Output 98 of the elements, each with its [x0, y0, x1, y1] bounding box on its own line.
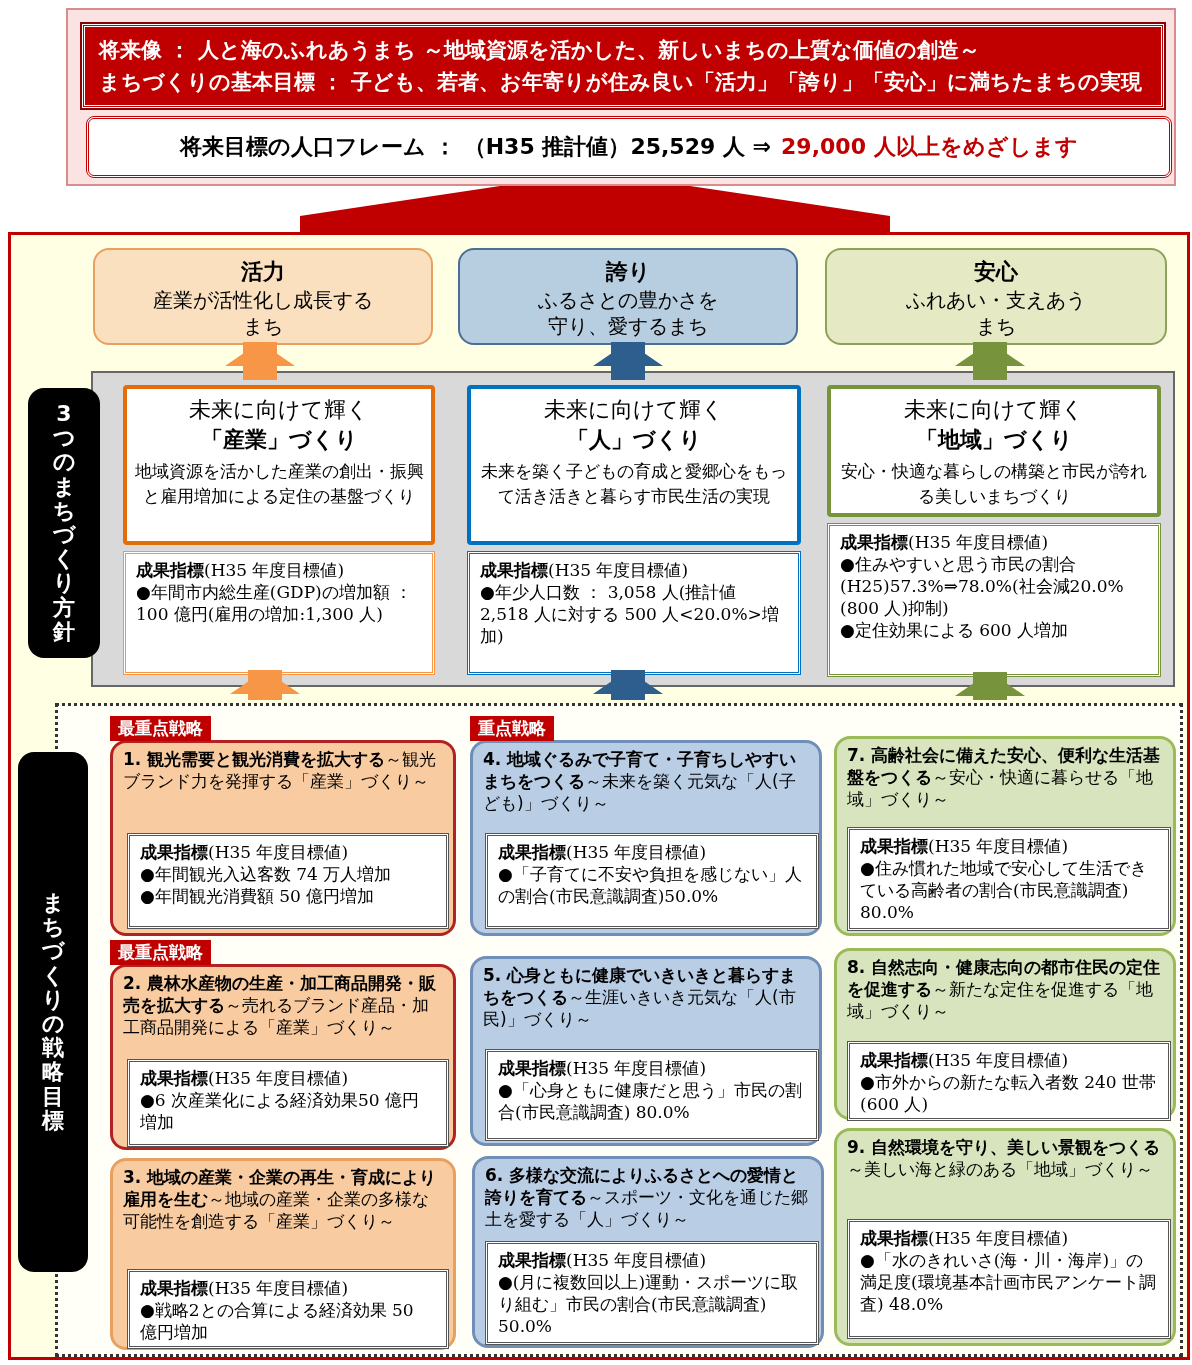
- block-arrow: [955, 672, 1025, 700]
- indicator-heading: 成果指標(H35 年度目標値): [860, 835, 1070, 858]
- indicator-box: [485, 833, 819, 929]
- indicator-box: [485, 1049, 819, 1141]
- goal-box: [825, 248, 1167, 345]
- indicator-box: [847, 827, 1171, 931]
- main-panel: [8, 232, 1190, 1360]
- population-box: [86, 116, 1172, 178]
- priority-tag: 最重点戦略: [110, 716, 211, 741]
- indicator-box: [847, 1041, 1171, 1121]
- goal-description: ふれあい・支えあうまち: [905, 286, 1087, 339]
- strategy-box: [834, 948, 1176, 1120]
- side-heading: 3つのまちづくり方針: [52, 402, 76, 644]
- goal-box: [458, 248, 798, 345]
- policy-title: 「地域」づくり: [914, 426, 1074, 454]
- goal-description: ふるさとの豊かさを守り、愛するまち: [537, 286, 719, 339]
- vision-statement: 将来像 ： 人と海のふれあうまち ～地域資源を活かした、新しいまちの上質な価値の創造～: [99, 37, 981, 64]
- block-arrow: [225, 342, 295, 380]
- indicator-heading: 成果指標(H35 年度目標値): [860, 1049, 1070, 1072]
- population-target: 29,000 人以上をめざします: [781, 133, 1078, 161]
- indicator-box: [485, 1241, 819, 1345]
- indicator-heading: 成果指標(H35 年度目標値): [140, 841, 350, 864]
- block-arrow: [593, 670, 663, 700]
- policy-subtitle: 未来に向けて輝く: [903, 396, 1085, 424]
- priority-tag: 重点戦略: [470, 716, 554, 741]
- indicator-box: [127, 833, 449, 929]
- indicator-item: ●年間観光消費額 50 億円増加: [140, 885, 376, 908]
- indicator-heading: 成果指標(H35 年度目標値): [480, 559, 690, 582]
- goal-title: 安心: [973, 258, 1019, 286]
- population-text: 将来目標の人口フレーム ： （H35 推計値）25,529 人 ⇒: [180, 133, 772, 161]
- strategy-box: [110, 740, 456, 936]
- indicator-heading: 成果指標(H35 年度目標値): [498, 1249, 708, 1272]
- side-heading: まちづくりの戦略目標: [41, 891, 65, 1133]
- strategy-title: 2. 農林水産物の生産・加工商品開発・販売を拡大する～売れるブランド産品・加工商品開発による「産業」づくり～: [123, 972, 438, 1039]
- policy-title: 「人」づくり: [565, 426, 703, 454]
- strategy-box: [834, 736, 1176, 936]
- vision-banner: [82, 24, 1164, 108]
- block-arrow: [230, 670, 300, 700]
- indicator-item: ●(月に複数回以上)運動・スポーツに取り組む」市民の割合(市民意識調査) 50.0%: [498, 1271, 800, 1338]
- indicator-heading: 成果指標(H35 年度目標値): [498, 841, 708, 864]
- strategy-title: 5. 心身ともに健康でいきいきと暮らすまちをつくる～生涯いきいき元気な「人(市民)」づくり～: [483, 964, 798, 1031]
- policy-subtitle: 未来に向けて輝く: [543, 396, 725, 424]
- policy-box: [123, 385, 435, 545]
- indicator-item: ●戦略2との合算による経済効果 50 億円増加: [140, 1299, 415, 1344]
- vision-frame: [66, 8, 1176, 186]
- strategy-box: [470, 740, 822, 936]
- indicator-box: [127, 1269, 449, 1349]
- strategy-box: [110, 1158, 456, 1350]
- strategy-title: 8. 自然志向・健康志向の都市住民の定住を促進する～新たな定住を促進する「地域」づくり～: [847, 956, 1162, 1023]
- indicator-item: ●「心身ともに健康だと思う」市民の割合(市民意識調査) 80.0%: [498, 1079, 803, 1124]
- indicator-item: ●市外からの新たな転入者数 240 世帯(600 人): [860, 1071, 1158, 1116]
- indicator-box: [467, 551, 801, 675]
- indicator-item: ●住みやすいと思う市民の割合(H25)57.3%⇒78.0%(社会減20.0%(800 人)抑制): [840, 553, 1125, 620]
- block-arrow: [955, 342, 1025, 380]
- strategy-title: 6. 多様な交流によりふるさとへの愛情と誇りを育てる～スポーツ・文化を通じた郷土を愛する「人」づくり～: [485, 1164, 809, 1231]
- block-arrow: [593, 342, 663, 380]
- indicator-item: ●住み慣れた地域で安心して生活できている高齢者の割合(市民意識調査) 80.0%: [860, 857, 1148, 924]
- policy-description: 未来を築く子どもの育成と愛郷心をもって活き活きと暮らす市民生活の実現: [480, 460, 788, 508]
- indicator-item: ●定住効果による 600 人増加: [840, 619, 1070, 642]
- indicator-heading: 成果指標(H35 年度目標値): [860, 1227, 1070, 1250]
- strategy-title: 3. 地域の産業・企業の再生・育成により雇用を生む～地域の産業・企業の多様な可能性を創造する「産業」づくり～: [123, 1166, 438, 1233]
- vision-statement: まちづくりの基本目標 ： 子ども、若者、お年寄りが住み良い「活力」「誇り」「安心」に満ちたまちの実現: [99, 68, 1143, 96]
- indicator-item: ●6 次産業化による経済効果50 億円増加: [140, 1089, 421, 1134]
- indicator-box: [847, 1219, 1171, 1339]
- policy-box: [467, 385, 801, 545]
- priority-tag: 最重点戦略: [110, 940, 211, 965]
- indicator-heading: 成果指標(H35 年度目標値): [140, 1067, 350, 1090]
- indicator-box: [827, 523, 1161, 677]
- goal-box: [93, 248, 433, 345]
- indicator-item: ●年間市内総生産(GDP)の増加額 ：100 億円(雇用の増加:1,300 人): [136, 581, 414, 626]
- policy-box: [827, 385, 1161, 517]
- policy-description: 安心・快適な暮らしの構築と市民が誇れる美しいまちづくり: [840, 460, 1148, 508]
- strategy-title: 1. 観光需要と観光消費を拡大する～観光ブランド力を発揮する「産業」づくり～: [123, 748, 438, 793]
- policy-subtitle: 未来に向けて輝く: [188, 396, 370, 424]
- indicator-heading: 成果指標(H35 年度目標値): [498, 1057, 708, 1080]
- indicator-heading: 成果指標(H35 年度目標値): [136, 559, 346, 582]
- roof-arrow: [300, 186, 890, 232]
- indicator-box: [123, 551, 435, 675]
- indicator-item: ●年間観光入込客数 74 万人増加: [140, 863, 393, 886]
- goal-title: 活力: [240, 258, 286, 286]
- strategy-box: [472, 1156, 824, 1348]
- strategy-title: 4. 地域ぐるみで子育て・子育ちしやすいまちをつくる～未来を築く元気な「人(子ども)」づくり～: [483, 748, 798, 815]
- policy-panel: [91, 371, 1175, 687]
- indicator-heading: 成果指標(H35 年度目標値): [840, 531, 1050, 554]
- indicator-item: ●「水のきれいさ(海・川・海岸)」の満足度(環境基本計画市民アンケート調査) 48.0%: [860, 1249, 1157, 1316]
- strategy-title: 7. 高齢社会に備えた安心、便利な生活基盤をつくる～安心・快適に暮らせる「地域」づくり～: [847, 744, 1162, 811]
- indicator-heading: 成果指標(H35 年度目標値): [140, 1277, 350, 1300]
- indicator-item: ●「子育てに不安や負担を感じない」人の割合(市民意識調査)50.0%: [498, 863, 803, 908]
- goal-title: 誇り: [604, 258, 652, 286]
- policy-title: 「産業」づくり: [199, 426, 359, 454]
- indicator-item: ●年少人口数 ： 3,058 人(推計値 2,518 人に対する 500 人<20.0%>増加): [480, 581, 780, 648]
- strategy-box: [834, 1128, 1176, 1346]
- policy-description: 地域資源を活かした産業の創出・振興と雇用増加による定住の基盤づくり: [133, 460, 425, 508]
- indicator-box: [127, 1059, 449, 1147]
- goal-description: 産業が活性化し成長するまち: [152, 286, 374, 339]
- strategy-box: [470, 956, 822, 1146]
- strategy-title: 9. 自然環境を守り、美しい景観をつくる～美しい海と緑のある「地域」づくり～: [847, 1136, 1162, 1181]
- strategy-box: [110, 964, 456, 1150]
